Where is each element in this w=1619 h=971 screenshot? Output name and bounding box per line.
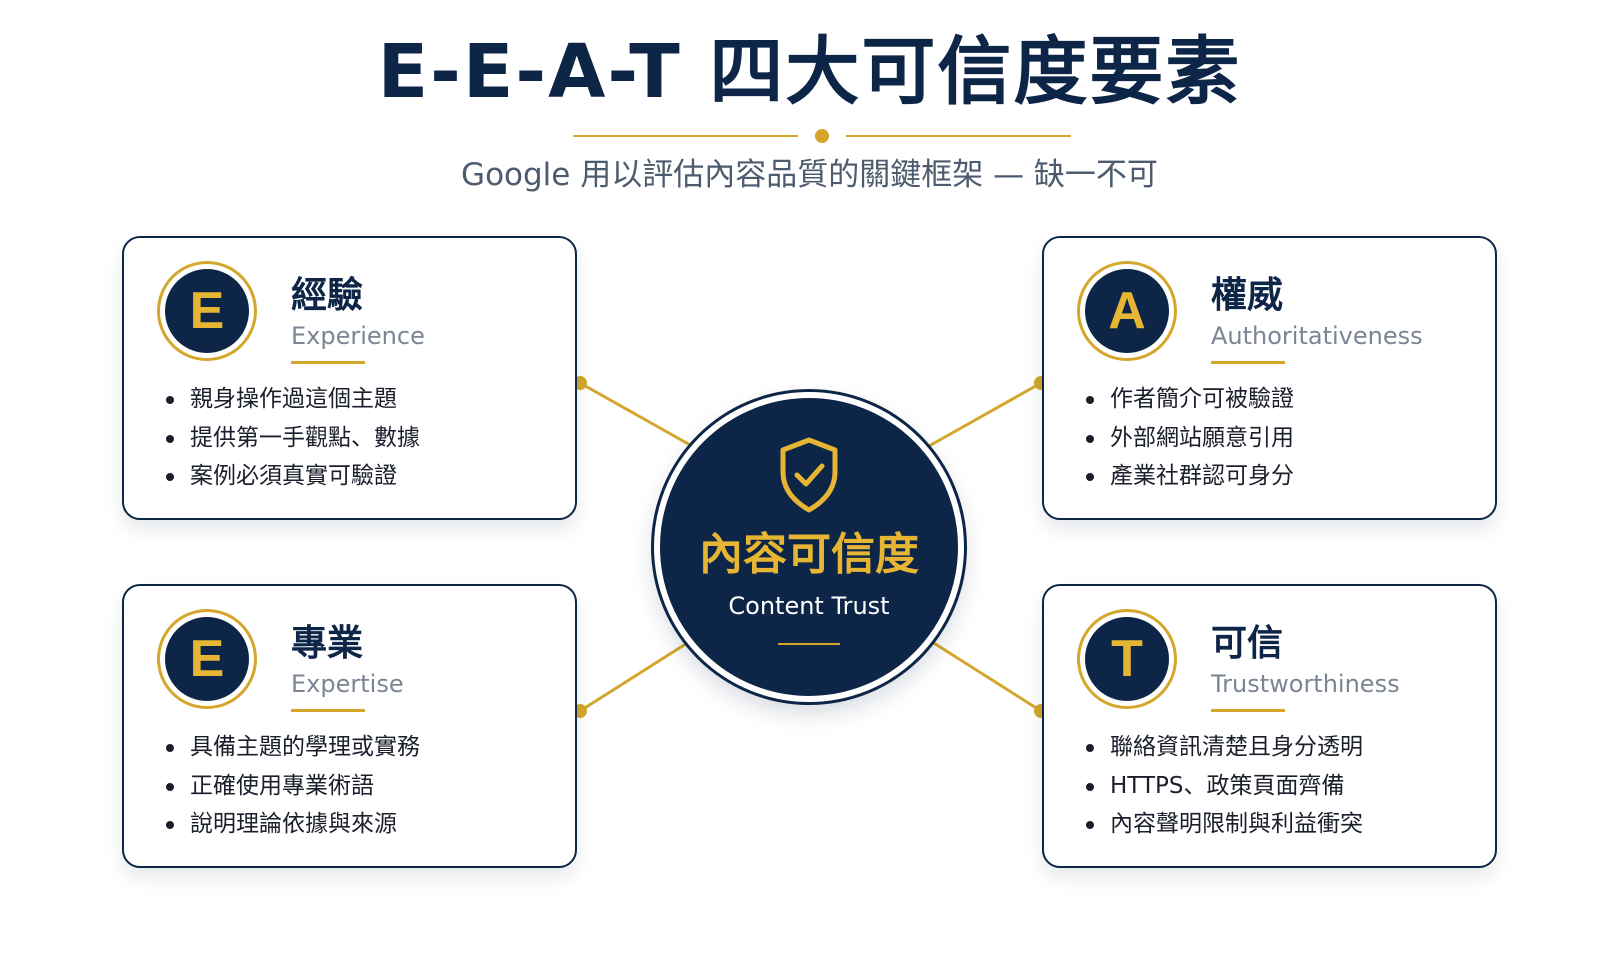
experience-letter-badge: E	[160, 264, 254, 358]
experience-title: 經驗	[291, 275, 364, 316]
list-item: 案例必須真實可驗證	[160, 457, 420, 496]
content-trust-hub: 內容可信度 Content Trust	[654, 392, 964, 702]
card-authoritativeness: A 權威 Authoritativeness 作者簡介可被驗證 外部網站願意引用…	[1042, 236, 1497, 520]
list-item: 聯絡資訊清楚且身分透明	[1080, 728, 1363, 767]
list-item: 具備主題的學理或實務	[160, 728, 420, 767]
trustworthiness-title: 可信	[1211, 623, 1284, 664]
expertise-underline	[291, 709, 365, 712]
title-divider-right	[846, 135, 1071, 137]
expertise-letter-badge: E	[160, 612, 254, 706]
authoritativeness-underline	[1211, 361, 1285, 364]
connector-authoritativeness	[928, 381, 1042, 448]
card-trustworthiness: T 可信 Trustworthiness 聯絡資訊清楚且身分透明 HTTPS、政…	[1042, 584, 1497, 868]
title-divider-dot	[815, 129, 829, 143]
list-item: 說明理論依據與來源	[160, 805, 420, 844]
list-item: 正確使用專業術語	[160, 767, 420, 806]
trustworthiness-subtitle: Trustworthiness	[1211, 670, 1400, 698]
authoritativeness-list: 作者簡介可被驗證 外部網站願意引用 產業社群認可身分	[1080, 380, 1294, 496]
card-experience: E 經驗 Experience 親身操作過這個主題 提供第一手觀點、數據 案例必…	[122, 236, 577, 520]
list-item: HTTPS、政策頁面齊備	[1080, 767, 1363, 806]
list-item: 提供第一手觀點、數據	[160, 419, 420, 458]
list-item: 作者簡介可被驗證	[1080, 380, 1294, 419]
list-item: 內容聲明限制與利益衝突	[1080, 805, 1363, 844]
list-item: 產業社群認可身分	[1080, 457, 1294, 496]
trustworthiness-letter-badge: T	[1080, 612, 1174, 706]
expertise-list: 具備主題的學理或實務 正確使用專業術語 說明理論依據與來源	[160, 728, 420, 844]
hub-title: 內容可信度	[699, 529, 919, 580]
experience-list: 親身操作過這個主題 提供第一手觀點、數據 案例必須真實可驗證	[160, 380, 420, 496]
expertise-subtitle: Expertise	[291, 670, 404, 698]
shield-check-icon	[780, 437, 838, 513]
authoritativeness-letter-badge: A	[1080, 264, 1174, 358]
card-expertise: E 專業 Expertise 具備主題的學理或實務 正確使用專業術語 說明理論依…	[122, 584, 577, 868]
experience-subtitle: Experience	[291, 322, 425, 350]
trustworthiness-underline	[1211, 709, 1285, 712]
hub-subtitle: Content Trust	[728, 592, 890, 620]
connector-experience	[579, 381, 693, 448]
authoritativeness-title: 權威	[1211, 275, 1284, 316]
list-item: 親身操作過這個主題	[160, 380, 420, 419]
authoritativeness-subtitle: Authoritativeness	[1211, 322, 1423, 350]
page-title: E-E-A-T 四大可信度要素	[377, 29, 1242, 115]
page-subtitle: Google 用以評估內容品質的關鍵框架 — 缺一不可	[461, 157, 1158, 193]
hub-underline	[778, 643, 840, 645]
trustworthiness-list: 聯絡資訊清楚且身分透明 HTTPS、政策頁面齊備 內容聲明限制與利益衝突	[1080, 728, 1363, 844]
title-divider-left	[573, 135, 798, 137]
connector-expertise	[579, 638, 693, 713]
experience-underline	[291, 361, 365, 364]
list-item: 外部網站願意引用	[1080, 419, 1294, 458]
connector-trustworthiness	[928, 638, 1042, 713]
expertise-title: 專業	[291, 623, 364, 664]
